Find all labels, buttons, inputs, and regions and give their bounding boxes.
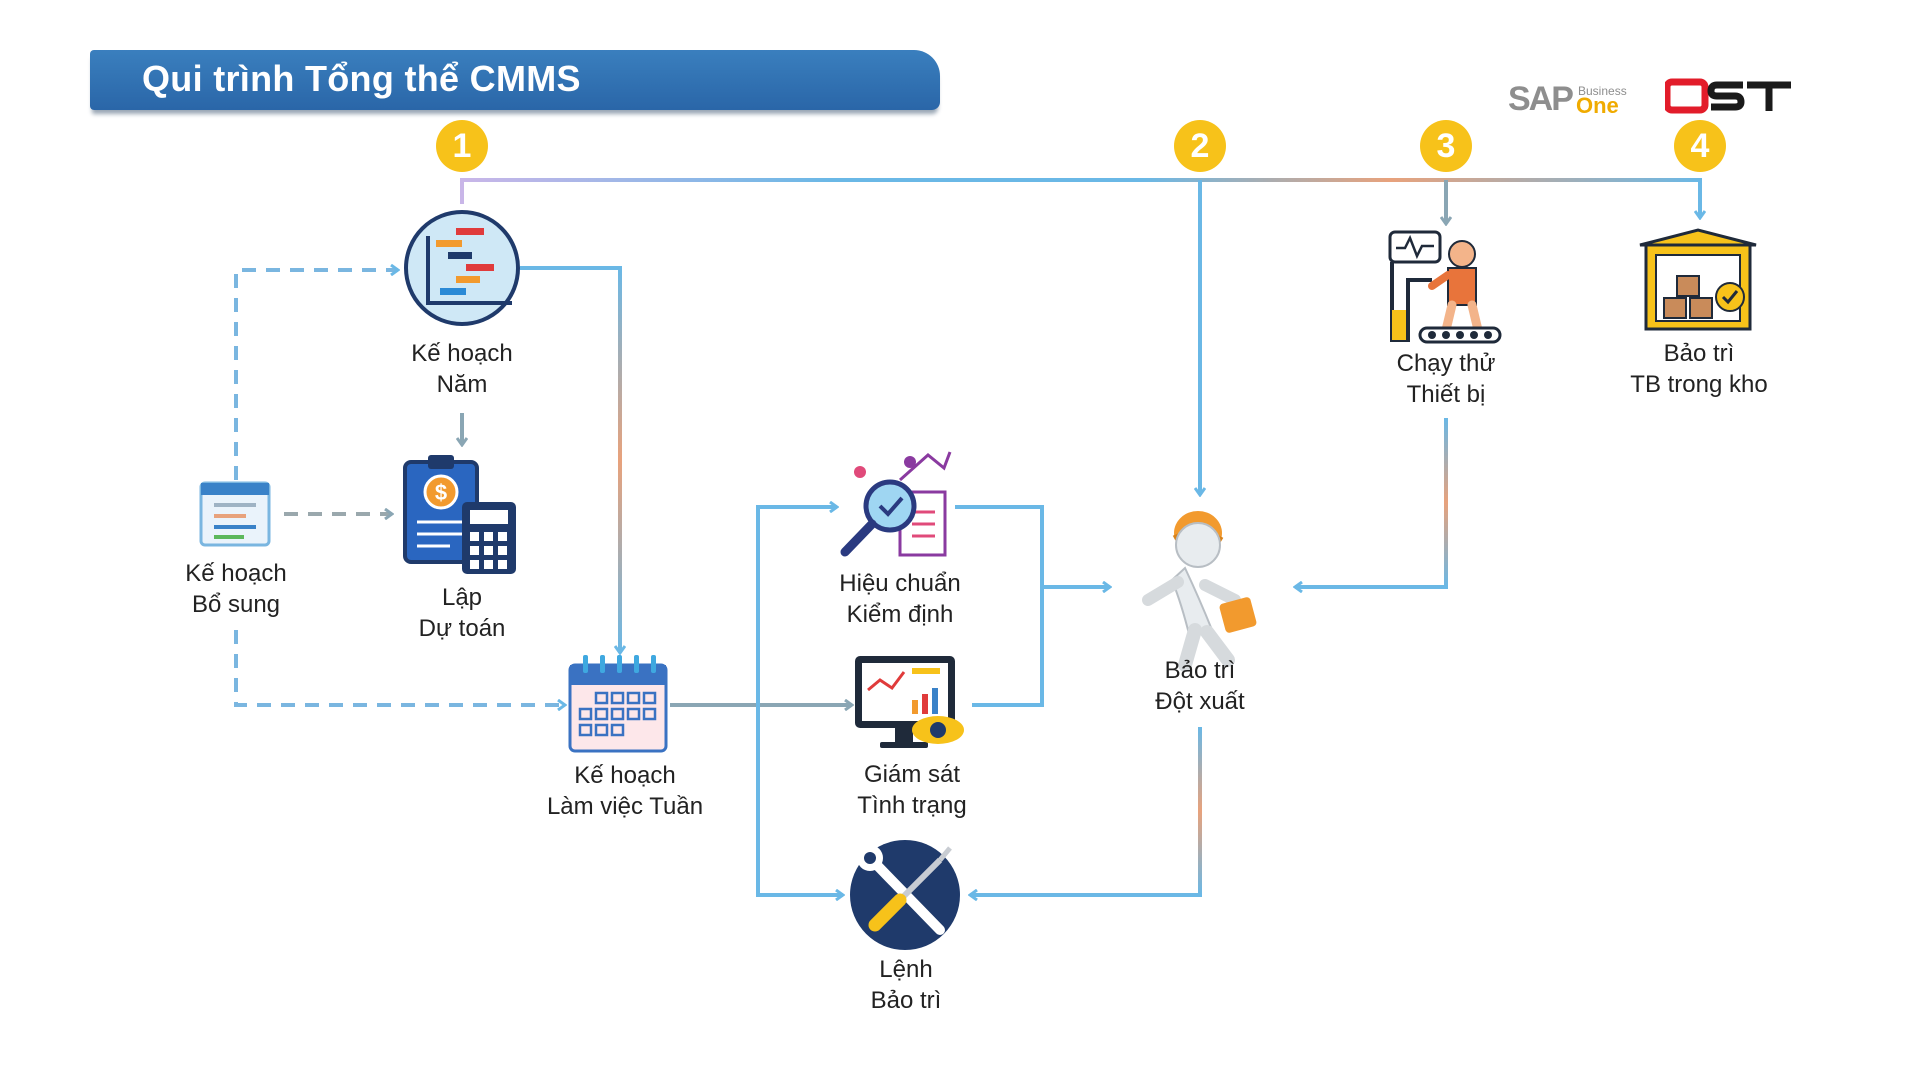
warehouse-boxes-icon [1639,228,1757,331]
budget-calculator-icon: $ [403,455,516,574]
step-badge-3: 3 [1420,120,1472,172]
arrow-annual-to-weekly [520,266,620,653]
wrench-screwdriver-icon [850,840,960,950]
maintenance-worker-icon [1142,511,1257,672]
arrow-breakdown-to-workorder [970,727,1202,895]
step-badge-1: 1 [436,120,488,172]
step-badge-2: 2 [1174,120,1226,172]
sap-logo-one: One [1576,93,1619,118]
ost-logo [1665,78,1791,114]
top-bus-arrow [460,178,1700,218]
weekly-calendar-icon [568,655,668,753]
sap-logo-business: Business [1578,84,1627,98]
dashed-supp-to-weekly [234,630,565,705]
calibration-magnifier-icon [840,451,952,557]
dashed-supp-to-annual [234,270,398,480]
sap-logo-text: SAP [1508,80,1574,118]
line-calib-monitor [955,505,1044,707]
arrow-weekly-to-workorder [756,705,843,895]
title-banner: Qui trình Tổng thể CMMS [90,50,940,110]
monitoring-screen-icon [855,656,964,748]
arrow-weekly-to-calibration [756,507,837,705]
arrow-testrun-to-breakdown [1295,418,1448,587]
page-title: Qui trình Tổng thể CMMS [142,58,581,99]
test-run-operator-icon [1388,230,1502,344]
gantt-chart-icon [404,210,520,326]
svg-text:$: $ [435,480,447,505]
step-badge-4: 4 [1674,120,1726,172]
calendar-list-icon [199,481,271,547]
sap-business-one-logo: SAP Business One [1508,80,1627,119]
